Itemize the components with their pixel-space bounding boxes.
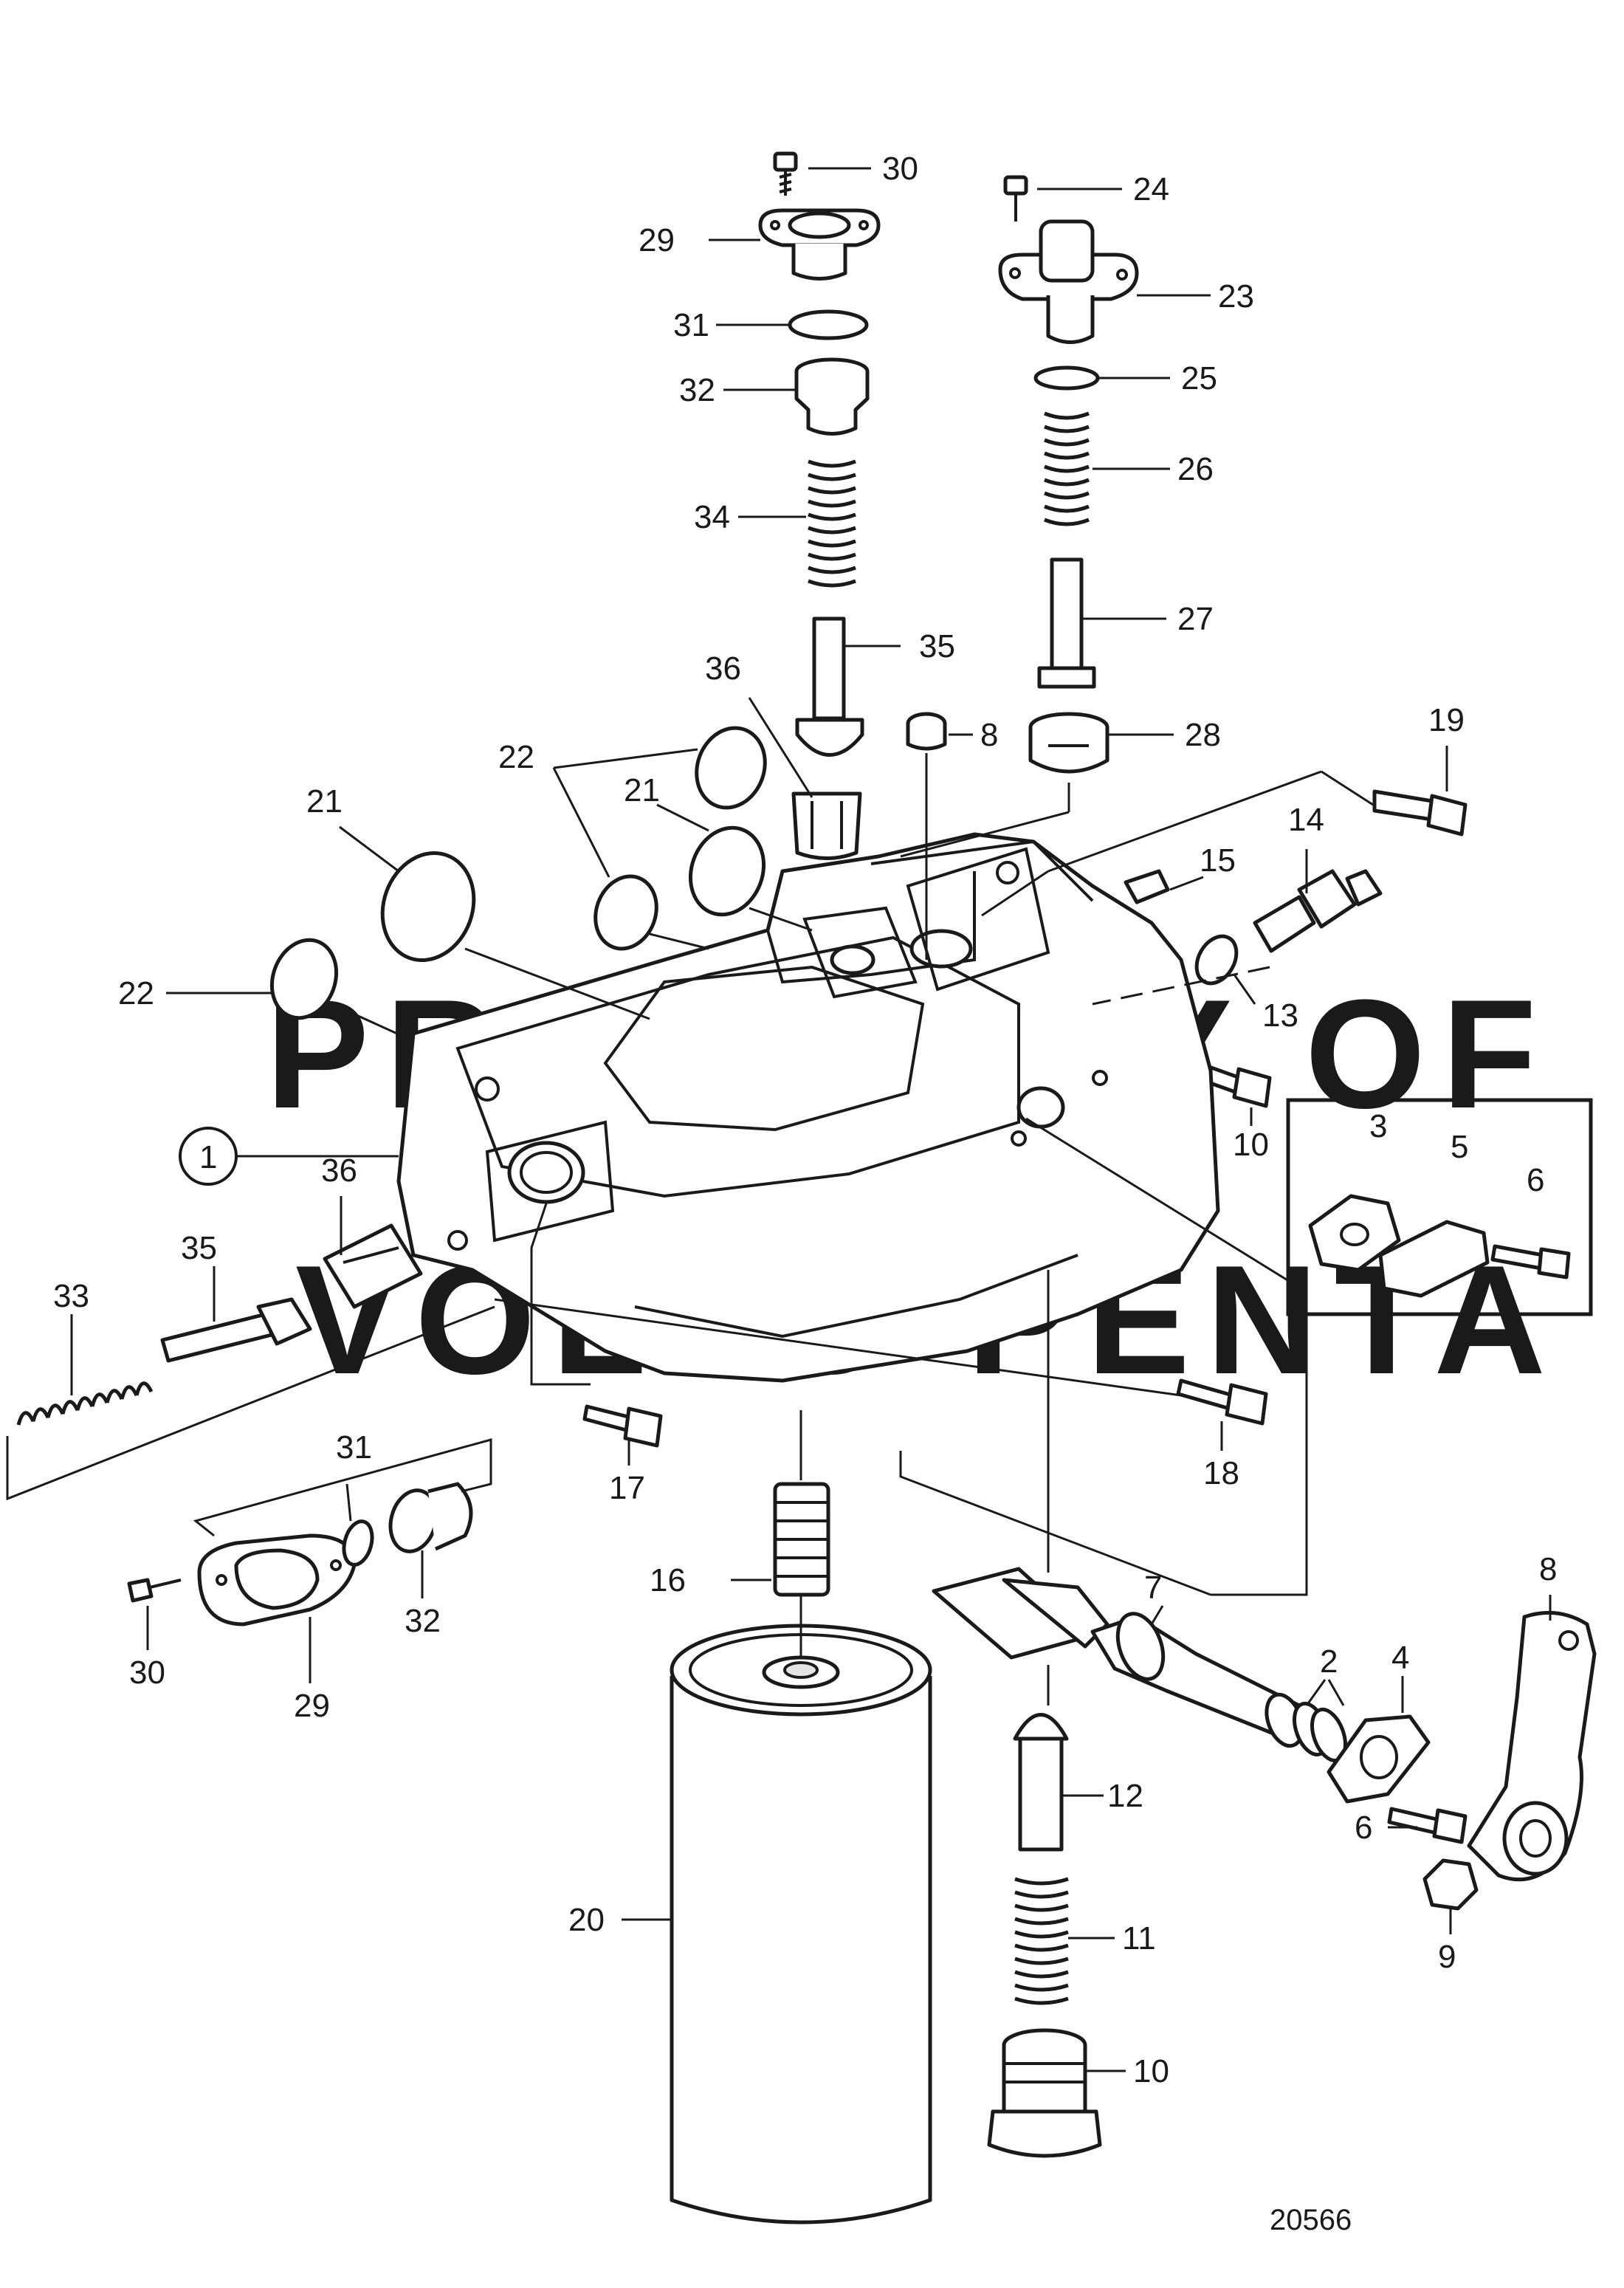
callout-14: 14: [1288, 802, 1324, 838]
callout-36-top: 36: [705, 650, 741, 687]
callout-23: 23: [1218, 278, 1254, 315]
part-8-lever-arm: [1467, 1610, 1597, 1882]
callout-4: 4: [1391, 1640, 1409, 1676]
part-11-spring: [1014, 1877, 1069, 2005]
callout-32-left: 32: [405, 1603, 441, 1639]
part-22-seal-middle: [593, 874, 658, 951]
callout-17: 17: [609, 1470, 645, 1506]
part-18-bolt: [1176, 1378, 1268, 1426]
callout-5: 5: [1451, 1129, 1468, 1165]
part-12-piston: [1013, 1713, 1069, 1852]
part-32-left-plug: [388, 1482, 473, 1553]
assembly-lines: [6, 167, 1552, 2072]
callout-labels: 30 29 31 32 34 35 36 24 23 25 26 27 28 8…: [53, 151, 1557, 2236]
callout-20: 20: [568, 1902, 605, 1938]
callout-3: 3: [1369, 1108, 1387, 1144]
callout-1-circle: [179, 1127, 238, 1186]
part-25-o-ring: [1033, 365, 1100, 391]
part-32-top-plug: [794, 357, 870, 436]
callout-22-left: 22: [118, 975, 154, 1011]
part-30-left-screw: [127, 1578, 182, 1603]
callout-30-left: 30: [129, 1655, 165, 1691]
callout-7: 7: [1144, 1570, 1162, 1606]
part-14-sensor: [1253, 869, 1383, 953]
part-1-filter-housing: [396, 832, 1220, 1383]
part-36-valve-insert-left: [323, 1223, 423, 1309]
callout-12: 12: [1107, 1778, 1143, 1814]
callout-30-top: 30: [882, 151, 918, 187]
callout-22-top: 22: [498, 739, 534, 775]
part-15-plug: [1124, 869, 1170, 904]
part-9-nut: [1422, 1858, 1479, 1911]
callout-13: 13: [1262, 997, 1298, 1034]
part-24-screw: [1003, 175, 1028, 221]
callout-21-left: 21: [306, 783, 343, 820]
part-16-nipple: [773, 1482, 830, 1597]
callout-28: 28: [1185, 717, 1221, 753]
callout-16: 16: [650, 1562, 686, 1598]
callout-11: 11: [1122, 1920, 1156, 1957]
part-21-seal-left: [380, 851, 476, 963]
part-20-oil-filter: [670, 1624, 932, 2225]
callout-35-top: 35: [919, 628, 955, 664]
part-10-plug-lower: [987, 2028, 1102, 2158]
part-29-left-cover: [197, 1533, 357, 1626]
callout-8-lever: 8: [1539, 1551, 1557, 1587]
part-34-spring: [808, 459, 856, 588]
callout-35-left: 35: [181, 1230, 217, 1266]
part-7-valve-shaft: [932, 1567, 1304, 1748]
callout-18: 18: [1203, 1455, 1239, 1491]
callout-29-top: 29: [639, 222, 675, 258]
callout-8-top: 8: [980, 717, 998, 753]
part-8-plug: [906, 712, 947, 751]
part-23-sensor-cover: [998, 219, 1139, 344]
callout-29-left: 29: [294, 1688, 330, 1724]
part-27-piston: [1037, 557, 1096, 689]
part-21-seal-middle: [688, 825, 766, 917]
callout-10-upper: 10: [1233, 1127, 1269, 1163]
callout-31-top: 31: [673, 307, 709, 343]
part-22-seal-top-right: [695, 726, 767, 810]
callout-33: 33: [53, 1278, 89, 1314]
callout-10-lower: 10: [1133, 2053, 1169, 2089]
part-22-seal-left: [269, 938, 339, 1020]
part-17-bolt: [582, 1404, 663, 1448]
part-31-o-ring-top: [788, 309, 869, 340]
callout-31-left: 31: [336, 1429, 372, 1466]
callout-9: 9: [1438, 1939, 1456, 1975]
callout-36-left: 36: [321, 1152, 357, 1189]
callout-26: 26: [1177, 451, 1214, 487]
callout-2: 2: [1320, 1643, 1338, 1680]
reference-number: 20566: [1270, 2204, 1352, 2236]
part-4-gasket: [1327, 1714, 1431, 1804]
callout-34: 34: [694, 499, 730, 535]
part-31-o-ring-left: [342, 1519, 374, 1567]
part-28-bushing: [1028, 712, 1109, 774]
inset-box: [1286, 1098, 1593, 1316]
part-36-valve-insert-top: [791, 791, 862, 860]
callout-25: 25: [1181, 360, 1217, 396]
callout-27: 27: [1177, 601, 1214, 637]
part-29-top-cover: [758, 208, 881, 281]
part-19-bolt: [1372, 789, 1468, 836]
part-33-spring: [16, 1381, 154, 1426]
part-26-spring: [1044, 411, 1090, 526]
callout-15: 15: [1200, 842, 1236, 879]
callout-1: 1: [199, 1139, 217, 1175]
part-35-piston-top: [795, 616, 864, 757]
callout-24: 24: [1133, 171, 1169, 207]
callout-32-top: 32: [679, 372, 715, 408]
part-6-bolt-lower: [1387, 1807, 1468, 1844]
callout-19: 19: [1428, 702, 1465, 738]
callout-6-lower: 6: [1355, 1810, 1372, 1846]
callout-6-inset: 6: [1527, 1162, 1544, 1198]
callout-21-middle: 21: [624, 772, 660, 808]
part-35-piston-left: [160, 1297, 312, 1363]
part-30-top-screw: [773, 151, 798, 196]
